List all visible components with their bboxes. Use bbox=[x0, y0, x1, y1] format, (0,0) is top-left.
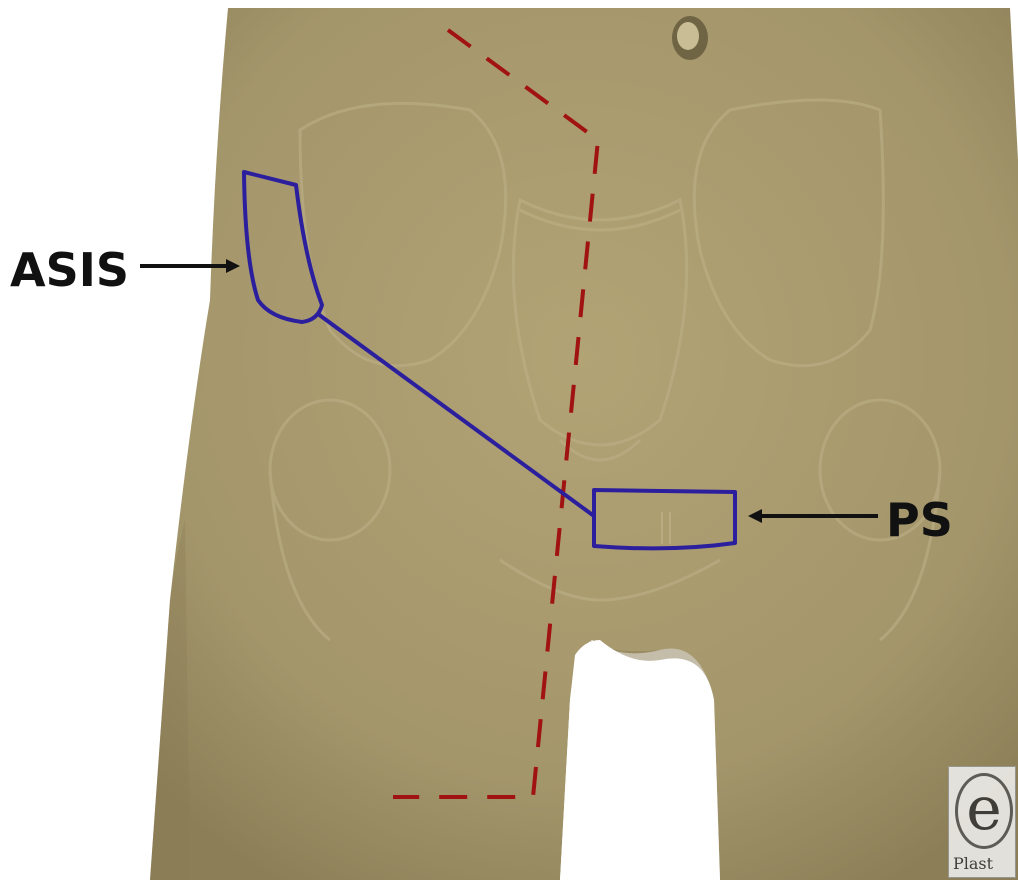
asis-label: ASIS bbox=[10, 243, 129, 297]
watermark-letter: e bbox=[955, 773, 1013, 849]
watermark-word: Plast bbox=[953, 854, 993, 873]
eplasty-watermark: e Plast bbox=[948, 766, 1016, 878]
asis-callout: ASIS bbox=[10, 243, 240, 297]
ps-label: PS bbox=[886, 493, 953, 547]
